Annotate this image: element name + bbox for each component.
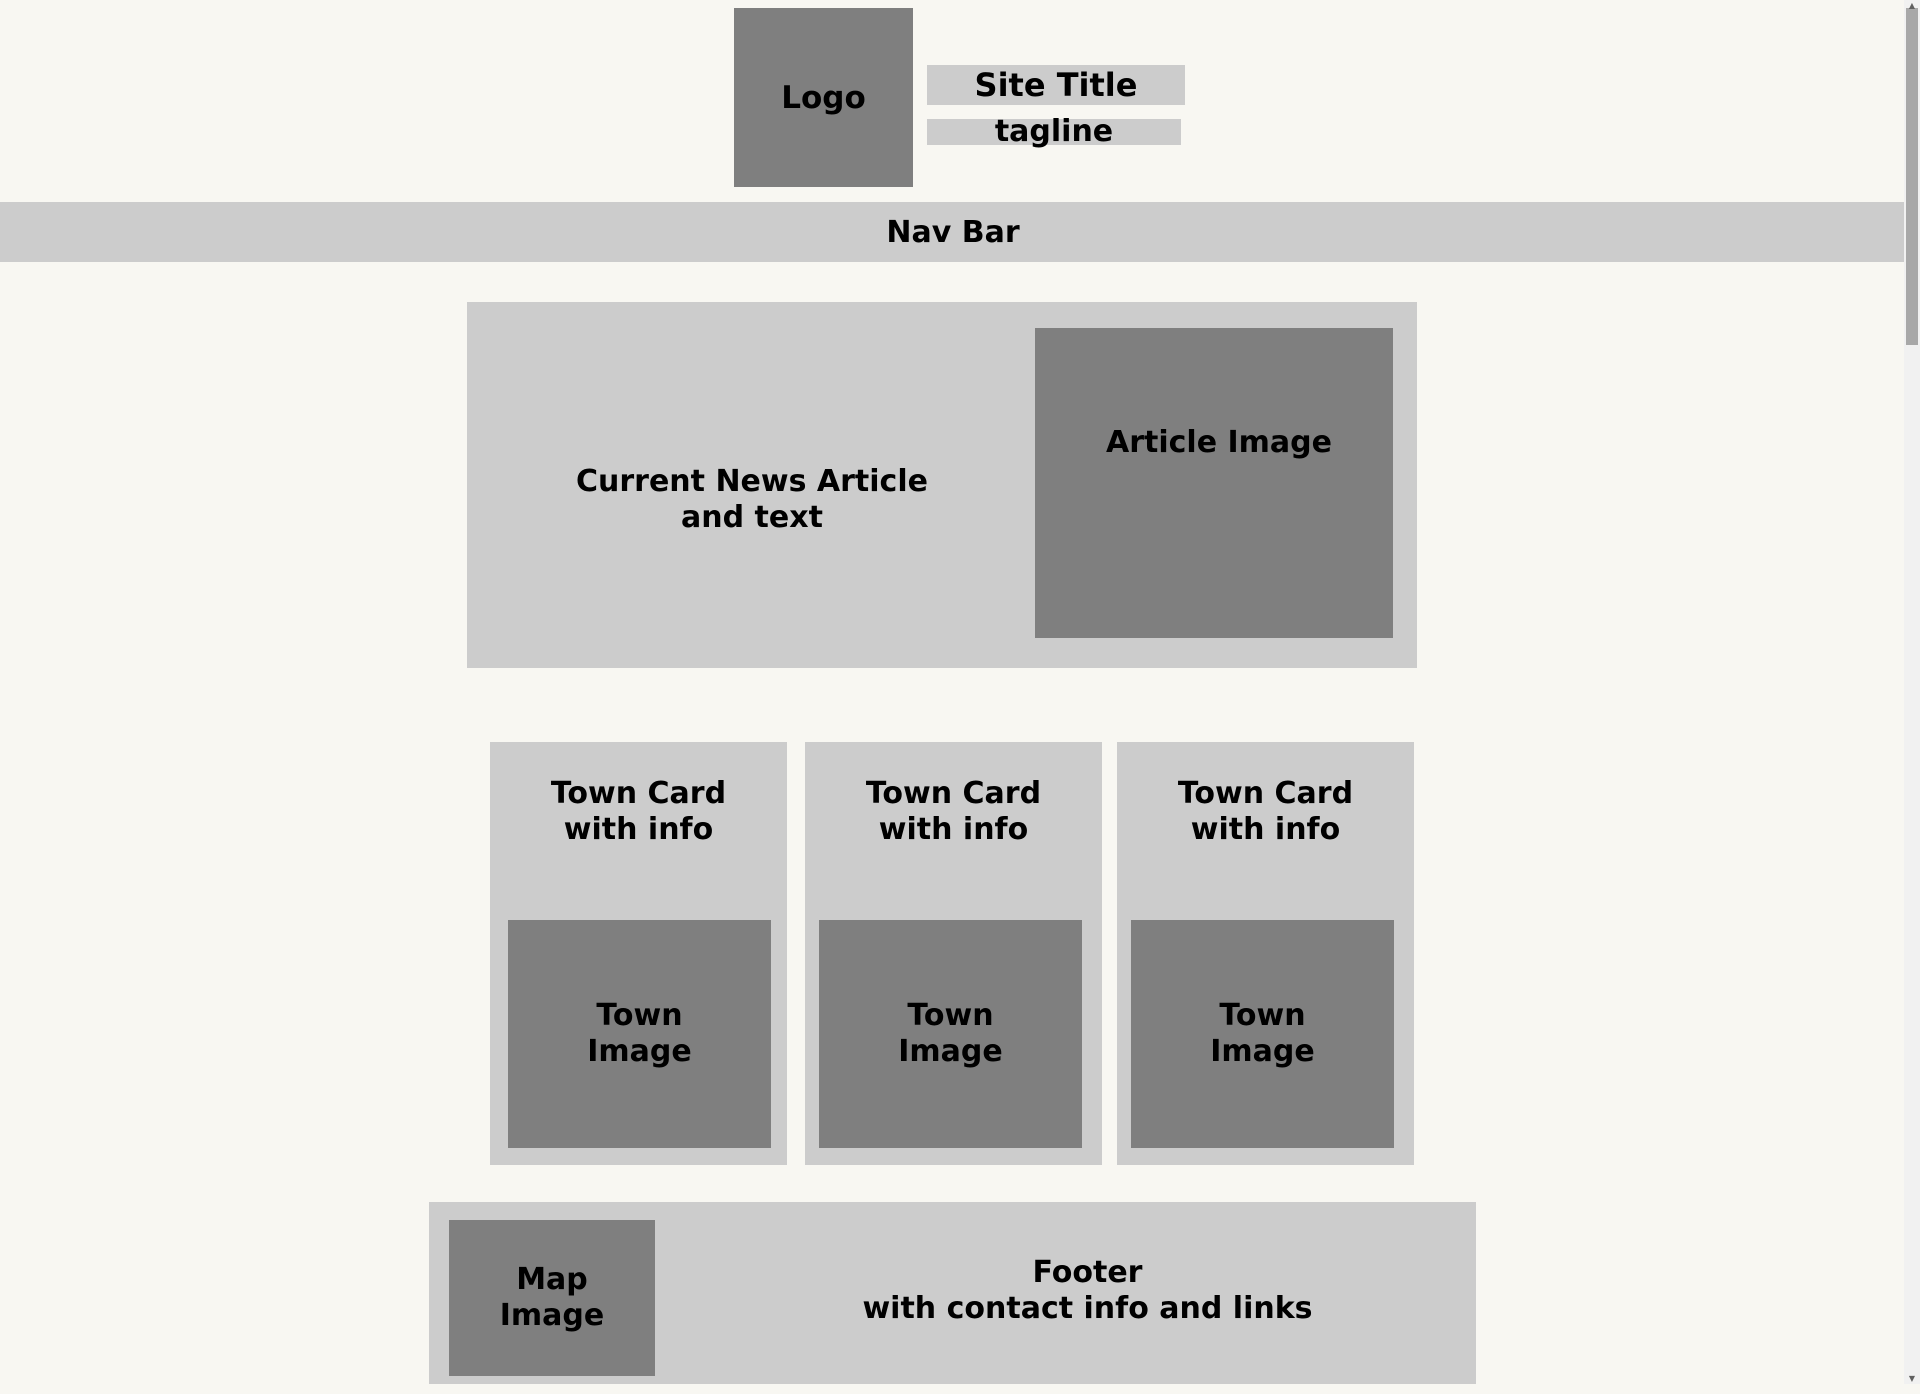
town-image[interactable]: Town Image (819, 920, 1082, 1148)
town-card-text: Town Card with info (1177, 776, 1354, 847)
scroll-down-arrow-icon[interactable]: ▼ (1908, 1374, 1916, 1383)
footer: Map Image Footer with contact info and l… (429, 1202, 1476, 1384)
town-image[interactable]: Town Image (1131, 920, 1394, 1148)
town-card-text: Town Card with info (550, 776, 727, 847)
town-card[interactable]: Town Card with info Town Image (805, 742, 1102, 1165)
tagline: tagline (927, 117, 1181, 147)
site-title: Site Title (927, 65, 1185, 105)
town-card-text: Town Card with info (865, 776, 1042, 847)
scroll-up-arrow-icon[interactable]: ▲ (1908, 0, 1916, 10)
article-image[interactable]: Article Image (1035, 328, 1393, 638)
footer-contact-info[interactable]: Footer with contact info and links (862, 1255, 1313, 1326)
town-card[interactable]: Town Card with info Town Image (490, 742, 787, 1165)
scrollbar-thumb[interactable] (1906, 8, 1918, 345)
news-article-text[interactable]: Current News Article and text (576, 464, 928, 535)
town-card[interactable]: Town Card with info Town Image (1117, 742, 1414, 1165)
logo-placeholder[interactable]: Logo (734, 8, 913, 187)
town-image[interactable]: Town Image (508, 920, 771, 1148)
map-image[interactable]: Map Image (449, 1220, 655, 1376)
nav-bar[interactable]: Nav Bar (0, 202, 1906, 262)
news-article-panel: Current News Article and text Article Im… (467, 302, 1417, 668)
vertical-scrollbar[interactable] (1904, 0, 1920, 1384)
